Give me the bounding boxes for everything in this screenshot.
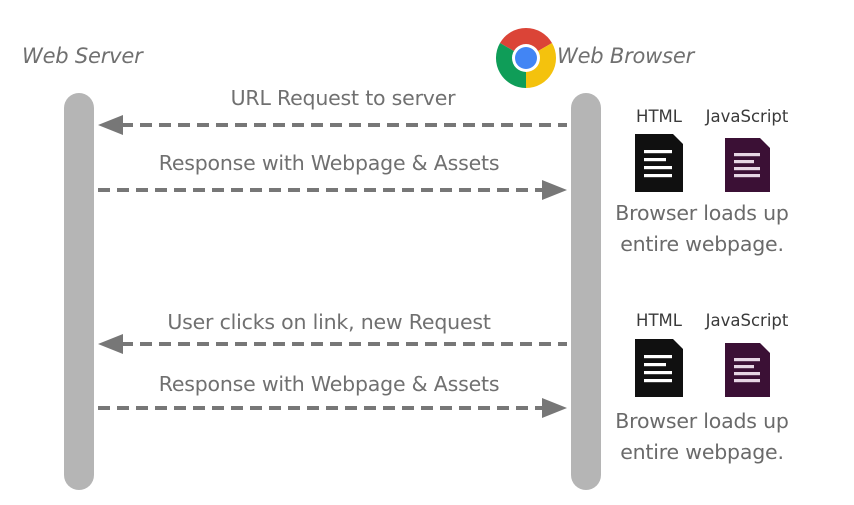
arrow-to-server	[98, 334, 567, 354]
web-server-label: Web Server	[22, 44, 143, 68]
web-browser-label: Web Browser	[557, 44, 695, 68]
caption-line: Browser loads up	[615, 201, 789, 225]
caption-line: entire webpage.	[620, 440, 784, 464]
message-label: URL Request to server	[230, 86, 456, 110]
javascript-document-icon	[725, 138, 770, 192]
html-file-label: HTML	[636, 107, 682, 126]
html-file-label: HTML	[636, 311, 682, 330]
arrow-to-browser	[98, 398, 567, 418]
web-server-lifeline	[64, 93, 94, 490]
load-caption: Browser loads up entire webpage.	[601, 198, 803, 260]
arrow-to-server	[98, 115, 567, 135]
caption-line: entire webpage.	[620, 232, 784, 256]
caption-line: Browser loads up	[615, 409, 789, 433]
message-label: Response with Webpage & Assets	[158, 151, 500, 175]
chrome-logo-icon	[495, 27, 557, 89]
javascript-file-label: JavaScript	[705, 311, 789, 330]
html-document-icon	[635, 339, 683, 397]
web-browser-lifeline	[571, 93, 601, 490]
load-caption: Browser loads up entire webpage.	[601, 406, 803, 468]
message-label: User clicks on link, new Request	[167, 310, 491, 334]
javascript-document-icon	[725, 343, 770, 397]
html-document-icon	[635, 134, 683, 192]
javascript-file-label: JavaScript	[705, 107, 789, 126]
message-label: Response with Webpage & Assets	[158, 372, 500, 396]
arrow-to-browser	[98, 180, 567, 200]
